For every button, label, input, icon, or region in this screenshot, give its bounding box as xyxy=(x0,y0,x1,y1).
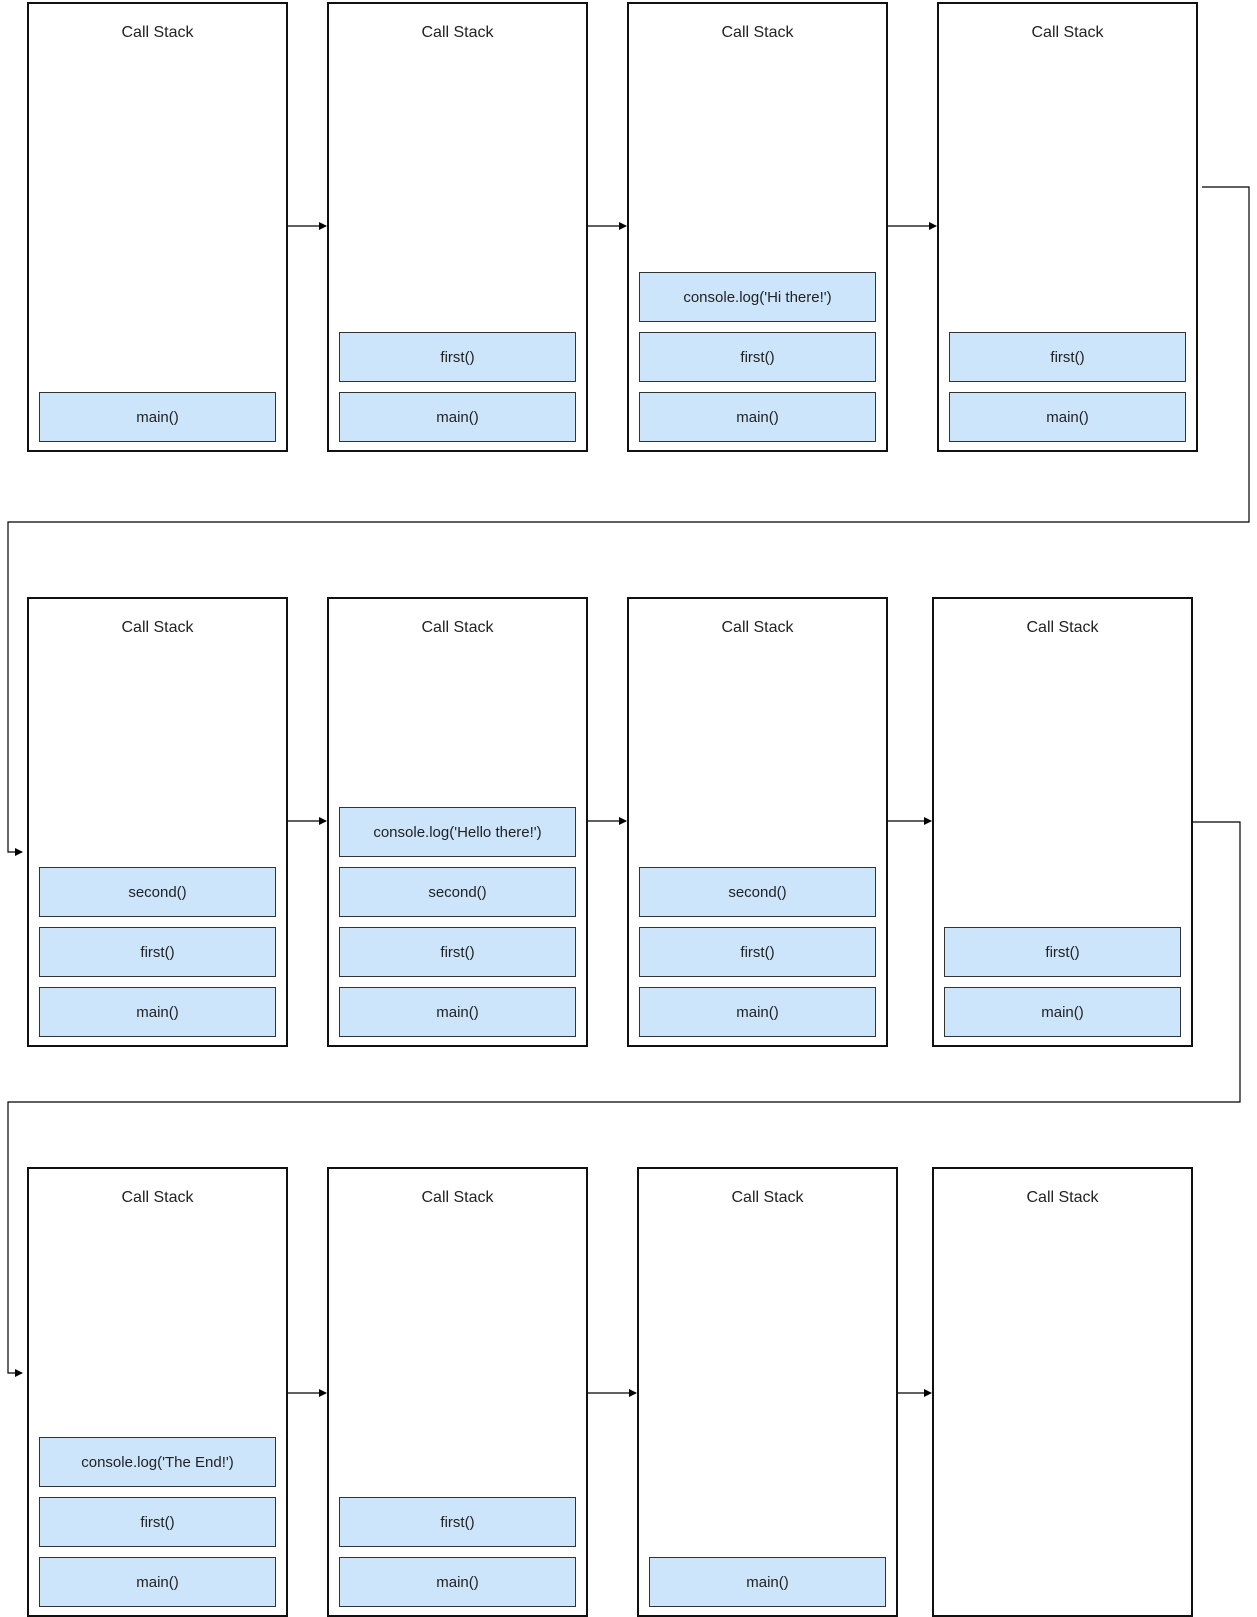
stack-title: Call Stack xyxy=(721,619,794,636)
stack-title: Call Stack xyxy=(121,619,194,636)
stack-frame: first() xyxy=(639,332,876,382)
stack-frame: main() xyxy=(944,987,1181,1037)
stack-title: Call Stack xyxy=(1026,1189,1099,1206)
call-stack-panel: Call Stack console.log('Hello there!') sec… xyxy=(327,597,588,1047)
stack-title: Call Stack xyxy=(121,24,194,41)
stack-frame: second() xyxy=(339,867,576,917)
stack-title: Call Stack xyxy=(721,24,794,41)
stack-frame: main() xyxy=(639,987,876,1037)
stack-title: Call Stack xyxy=(121,1189,194,1206)
call-stack-panel: Call Stack first() main() xyxy=(932,597,1193,1047)
row-wrap-arrow xyxy=(7,821,1241,1377)
stack-frame: second() xyxy=(39,867,276,917)
stack-frame: second() xyxy=(639,867,876,917)
stack-frame: main() xyxy=(39,392,276,442)
call-stack-panel: Call Stack first() main() xyxy=(327,2,588,452)
call-stack-panel: Call Stack console.log('The End!') first()… xyxy=(27,1167,288,1617)
stack-title: Call Stack xyxy=(421,619,494,636)
stack-frame: main() xyxy=(949,392,1186,442)
stack-frame: first() xyxy=(944,927,1181,977)
stack-frame: console.log('Hi there!') xyxy=(639,272,876,322)
stack-frame: first() xyxy=(39,927,276,977)
stack-frame: first() xyxy=(949,332,1186,382)
stack-frame: main() xyxy=(339,392,576,442)
stack-frame: console.log('The End!') xyxy=(39,1437,276,1487)
stack-frame: first() xyxy=(39,1497,276,1547)
stack-title: Call Stack xyxy=(1031,24,1104,41)
call-stack-panel: Call Stack first() main() xyxy=(937,2,1198,452)
stack-frame: main() xyxy=(339,987,576,1037)
stack-frame: main() xyxy=(39,987,276,1037)
stack-title: Call Stack xyxy=(731,1189,804,1206)
call-stack-panel: Call Stack first() main() xyxy=(327,1167,588,1617)
stack-frame: main() xyxy=(639,392,876,442)
stack-frame: first() xyxy=(339,927,576,977)
stack-frame: console.log('Hello there!') xyxy=(339,807,576,857)
call-stack-panel: Call Stack console.log('Hi there!') first(… xyxy=(627,2,888,452)
stack-frame: main() xyxy=(649,1557,886,1607)
stack-frame: first() xyxy=(639,927,876,977)
stack-title: Call Stack xyxy=(1026,619,1099,636)
call-stack-panel: Call Stack xyxy=(932,1167,1193,1617)
stack-frame: first() xyxy=(339,1497,576,1547)
stack-frame: main() xyxy=(39,1557,276,1607)
stack-frame: first() xyxy=(339,332,576,382)
call-stack-panel: Call Stack second() first() main() xyxy=(627,597,888,1047)
call-stack-panel: Call Stack second() first() main() xyxy=(27,597,288,1047)
stack-title: Call Stack xyxy=(421,24,494,41)
call-stack-panel: Call Stack main() xyxy=(637,1167,898,1617)
stack-frame: main() xyxy=(339,1557,576,1607)
row-wrap-arrow xyxy=(7,186,1250,856)
stack-title: Call Stack xyxy=(421,1189,494,1206)
call-stack-panel: Call Stack main() xyxy=(27,2,288,452)
